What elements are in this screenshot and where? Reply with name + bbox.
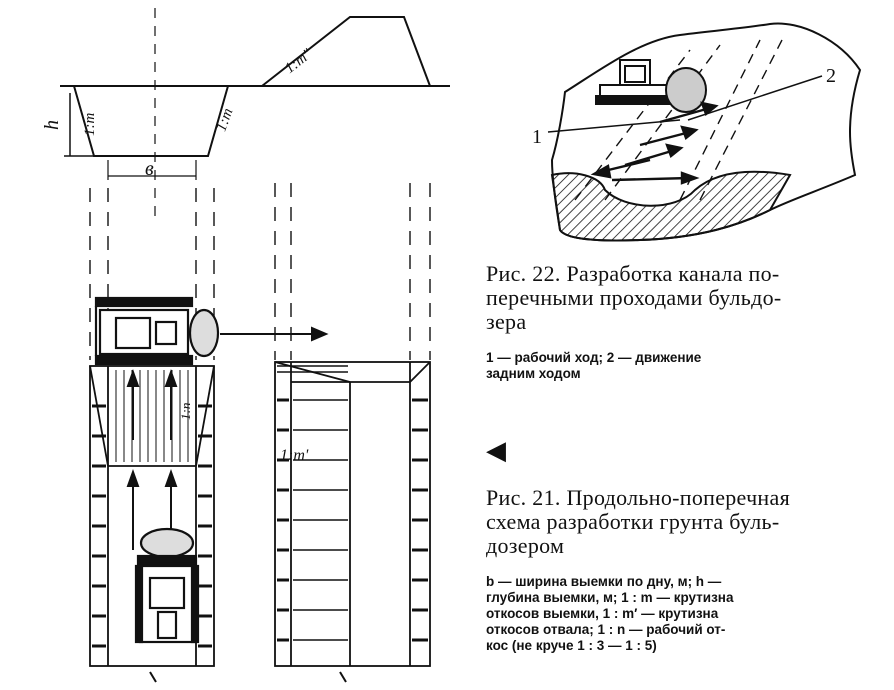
fig21-legend: b — ширина выемки по дну, м; h — глубина… (486, 574, 886, 654)
fig21-caption-line: дозером (486, 533, 565, 558)
transverse-arrow (220, 326, 329, 342)
plan-axis-mark-left (149, 671, 157, 683)
fig21-caption-line: схема разработки грунта буль- (486, 509, 780, 534)
fig22-caption-line: перечными проходами бульдо- (486, 285, 782, 310)
label-spoil-slope: 1:m" (282, 46, 316, 77)
fig21-caption: Рис. 21. Продольно-поперечная схема разр… (486, 486, 886, 558)
bulldozer-longitudinal (134, 527, 200, 644)
fig21-caption-line: Рис. 21. Продольно-поперечная (486, 485, 790, 510)
fig22-legend: 1 — рабочий ход; 2 — движение задним ход… (486, 350, 886, 382)
label-width: в (145, 158, 154, 180)
label-slope-right: 1:m (214, 106, 237, 134)
bulldozer-transverse (94, 296, 220, 366)
fig22-caption-line: Рис. 22. Разработка канала по- (486, 261, 780, 286)
cross-section (60, 16, 450, 180)
guide-lines (89, 183, 431, 360)
spoil-plan-hatch-left (277, 365, 348, 641)
fig21-legend-line: откосов отвала; 1 : n — рабочий от- (486, 622, 726, 637)
fig21-legend-line: b — ширина выемки по дну, м; h — (486, 574, 722, 589)
fig21-legend-line: кос (не круче 1 : 3 — 1 : 5) (486, 638, 657, 653)
fig22-caption-line: зера (486, 309, 527, 334)
fig22-caption: Рис. 22. Разработка канала по- перечными… (486, 262, 886, 334)
fig22-legend-line: задним ходом (486, 366, 581, 381)
label-h: h (41, 120, 63, 130)
spoil-plan-ticks (277, 398, 428, 642)
label-spoil-plan-slope: 1:m' (280, 447, 309, 464)
fig21-legend-line: глубина выемки, м; 1 : m — крутизна (486, 590, 734, 605)
label-slope-left: 1:m (82, 113, 98, 136)
pointer-icon: ◀ (486, 436, 506, 466)
label-working-slope: 1:n (178, 403, 193, 420)
plan-slope-ticks (92, 404, 212, 648)
fig21-legend-line: откосов выемки, 1 : m′ — крутизна (486, 606, 719, 621)
plan-axis-mark-right (339, 671, 347, 683)
fig22-legend-line: 1 — рабочий ход; 2 — движение (486, 350, 702, 365)
travel-arrows (126, 369, 178, 550)
spoil-plan (274, 361, 431, 667)
